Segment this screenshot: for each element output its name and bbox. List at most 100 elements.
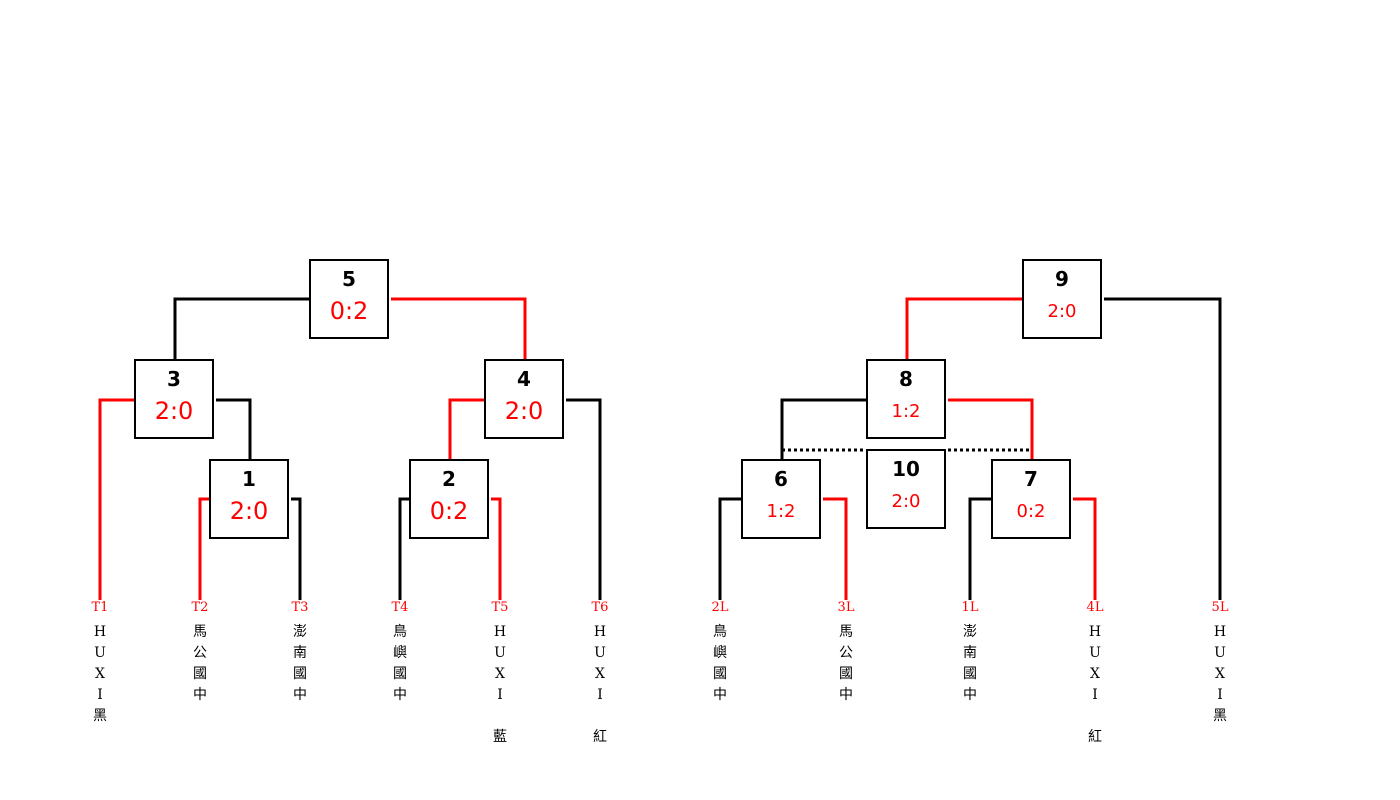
team-name-char: X	[1215, 666, 1225, 682]
team-name-char: 國	[293, 666, 307, 682]
winner-line	[448, 398, 484, 459]
match-score: 2:0	[229, 497, 269, 525]
team-name-char: 國	[713, 666, 727, 682]
loser-line	[566, 398, 602, 600]
team-name-char: I	[1217, 687, 1223, 703]
team-name-char: H	[1088, 624, 1102, 640]
team-name-char: H	[93, 624, 107, 640]
seed-code: 4L	[1086, 600, 1104, 615]
match-score: 0:2	[429, 497, 469, 525]
team-name-char: H	[493, 624, 507, 640]
loser-line	[216, 398, 252, 459]
team-name-char	[585, 706, 615, 727]
winner-line	[491, 497, 502, 600]
team-name-char: 國	[963, 666, 977, 682]
team-name-char	[485, 706, 515, 727]
team-name-char: 公	[839, 645, 853, 661]
seed-code: T4	[391, 600, 409, 615]
seed-code: 3L	[837, 600, 855, 615]
match-number: 7	[1024, 467, 1038, 491]
team-name-char: 南	[293, 645, 307, 661]
loser-line	[1104, 297, 1222, 600]
team-name-char: 中	[193, 687, 207, 703]
match-number: 10	[892, 457, 920, 481]
team-name-char: I	[597, 687, 603, 703]
team-name-char: H	[1213, 624, 1227, 640]
winner-line	[823, 497, 848, 600]
seed-code: 1L	[961, 600, 979, 615]
team-name-char: U	[94, 645, 106, 661]
team-name-char: I	[1092, 687, 1098, 703]
match-score: 0:2	[1016, 501, 1046, 522]
team-name-char: 澎	[293, 624, 307, 640]
team-name-char: 國	[193, 666, 207, 682]
winner-line	[948, 398, 1034, 459]
team-name-char	[1080, 706, 1110, 727]
team-name-char: 紅	[1088, 729, 1102, 745]
team-name-char: 馬	[839, 624, 853, 640]
match-number: 4	[517, 367, 531, 391]
team-name-char: 中	[293, 687, 307, 703]
team-name-char: 中	[393, 687, 407, 703]
match-number: 2	[442, 467, 456, 491]
team-name-char: 黑	[93, 708, 107, 724]
team-name-char: X	[495, 666, 505, 682]
team-name-char: X	[595, 666, 605, 682]
loser-line	[173, 297, 309, 359]
seed-code: T3	[291, 600, 309, 615]
match-score: 2:0	[504, 397, 544, 425]
team-name-char: 黑	[1213, 708, 1227, 724]
loser-line	[398, 497, 409, 600]
team-name-char: 鳥	[713, 624, 727, 640]
loser-line	[291, 497, 302, 600]
team-name-char: 紅	[593, 729, 607, 745]
match-score: 1:2	[766, 501, 796, 522]
seed-code: 5L	[1211, 600, 1229, 615]
team-name-char: 公	[193, 645, 207, 661]
team-name-char: 國	[839, 666, 853, 682]
winner-line	[198, 497, 209, 600]
match-number: 8	[899, 367, 913, 391]
team-name-char: U	[1214, 645, 1226, 661]
match-number: 9	[1055, 267, 1069, 291]
team-name-char: 藍	[493, 729, 507, 745]
match-number: 6	[774, 467, 788, 491]
team-name-char: U	[594, 645, 606, 661]
match-score: 2:0	[1047, 301, 1077, 322]
team-name-char: 馬	[193, 624, 207, 640]
team-name-char: X	[95, 666, 105, 682]
team-name-char: 中	[963, 687, 977, 703]
team-name-char: 澎	[963, 624, 977, 640]
winner-line	[1073, 497, 1097, 600]
winner-line	[905, 297, 1022, 359]
seed-code: T5	[491, 600, 509, 615]
team-name-char: I	[97, 687, 103, 703]
team-name-char: I	[497, 687, 503, 703]
loser-line	[968, 497, 991, 600]
seed-code: T6	[591, 600, 609, 615]
seed-code: 2L	[711, 600, 729, 615]
team-name-char: 鳥	[393, 624, 407, 640]
team-name-char: 中	[713, 687, 727, 703]
team-name-char: 國	[393, 666, 407, 682]
team-name-char: U	[494, 645, 506, 661]
